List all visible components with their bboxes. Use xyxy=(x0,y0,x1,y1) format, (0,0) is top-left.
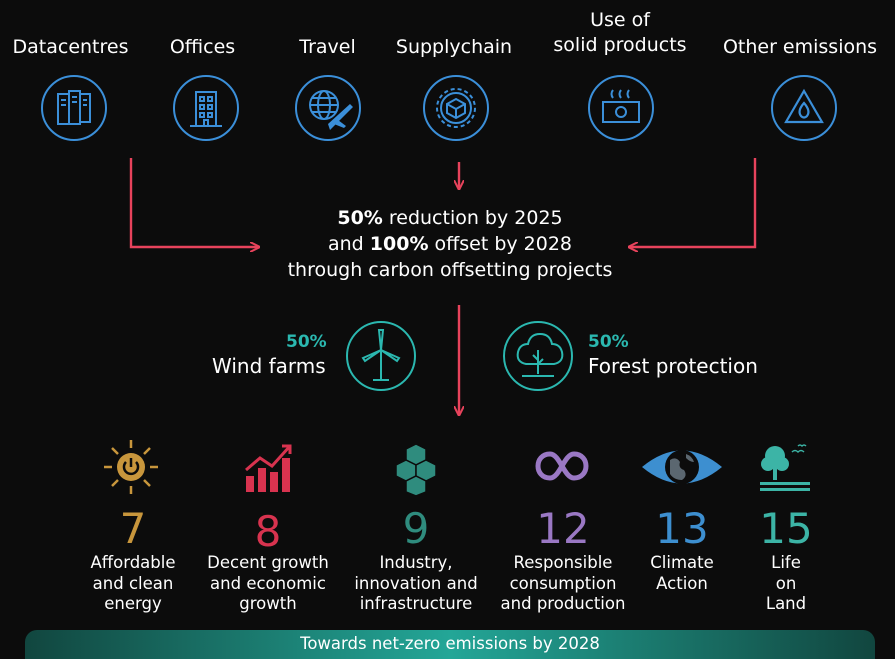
target-line-2: and 100% offset by 2028 xyxy=(240,231,660,257)
cubes-icon xyxy=(395,443,437,496)
caption-line: and economic xyxy=(210,573,326,593)
wind-farms-percent: 50% xyxy=(286,332,327,352)
caption-line: innovation and xyxy=(354,573,478,593)
caption-line: infrastructure xyxy=(359,594,473,613)
office-building-icon xyxy=(173,75,239,141)
target-bold-100: 100% xyxy=(369,233,429,255)
caption-line: and production xyxy=(500,594,626,613)
footer-banner: Towards net-zero emissions by 2028 xyxy=(25,630,875,659)
forest-protection-percent: 50% xyxy=(588,332,629,352)
footer-text: Towards net-zero emissions by 2028 xyxy=(300,634,600,653)
source-label-line: Use of xyxy=(590,9,650,31)
caption-line: growth xyxy=(239,594,297,613)
caption-line: Action xyxy=(656,573,708,593)
caption-line: Climate xyxy=(650,553,714,572)
sdg-number-15: 15 xyxy=(759,504,813,553)
target-line-2-rest: offset by 2028 xyxy=(428,233,573,255)
caption-line: Decent growth xyxy=(207,553,329,572)
source-label-datacentres: Datacentres xyxy=(12,36,129,58)
supplychain-gear-icon xyxy=(423,75,489,141)
wind-farms-label: Wind farms xyxy=(212,354,326,378)
globe-airplane-icon xyxy=(295,75,361,141)
caption-line: Responsible xyxy=(513,553,613,572)
forest-protection-label: Forest protection xyxy=(588,354,758,378)
stove-products-icon xyxy=(588,75,654,141)
caption-line: energy xyxy=(104,594,162,613)
sdg-number-13: 13 xyxy=(655,504,709,553)
reduction-target-text: 50% reduction by 2025 and 100% offset by… xyxy=(240,205,660,283)
forest-tree-icon xyxy=(503,321,573,391)
target-line-1: 50% reduction by 2025 xyxy=(240,205,660,231)
infinity-loop-icon xyxy=(535,451,589,481)
arrow-right-branch xyxy=(630,158,757,247)
wind-turbine-icon xyxy=(346,321,416,391)
sdg-number-9: 9 xyxy=(402,504,430,553)
datacentre-icon xyxy=(41,75,107,141)
target-line-1-rest: reduction by 2025 xyxy=(382,207,563,229)
sdg-number-7: 7 xyxy=(119,504,147,553)
target-line-3: through carbon offsetting projects xyxy=(287,259,613,281)
source-label-supplychain: Supplychain xyxy=(395,36,513,58)
tree-birds-icon xyxy=(760,444,810,491)
source-label-other-emissions: Other emissions xyxy=(722,36,878,58)
caption-line: on xyxy=(775,573,797,593)
caption-line: Life xyxy=(771,553,801,572)
source-label-use-of-solid-products: Use of solid products xyxy=(545,8,695,58)
caption-line: and clean xyxy=(92,573,174,593)
target-line-2-pre: and xyxy=(327,233,370,255)
sun-power-icon xyxy=(104,440,158,494)
earth-eye-icon xyxy=(642,450,722,484)
target-bold-50: 50% xyxy=(337,207,383,229)
caption-line: Affordable xyxy=(90,553,176,572)
source-label-offices: Offices xyxy=(169,36,236,58)
caption-line: consumption xyxy=(509,573,617,593)
growth-chart-icon xyxy=(245,444,292,492)
source-label-line: solid products xyxy=(553,34,687,56)
arrow-left-branch xyxy=(129,158,258,247)
caption-line: Land xyxy=(765,594,807,613)
caption-line: Industry, xyxy=(379,553,453,572)
sdg-number-8: 8 xyxy=(254,507,282,556)
fire-warning-icon xyxy=(771,75,837,141)
sdg-number-12: 12 xyxy=(536,504,590,553)
source-label-travel: Travel xyxy=(299,36,356,58)
